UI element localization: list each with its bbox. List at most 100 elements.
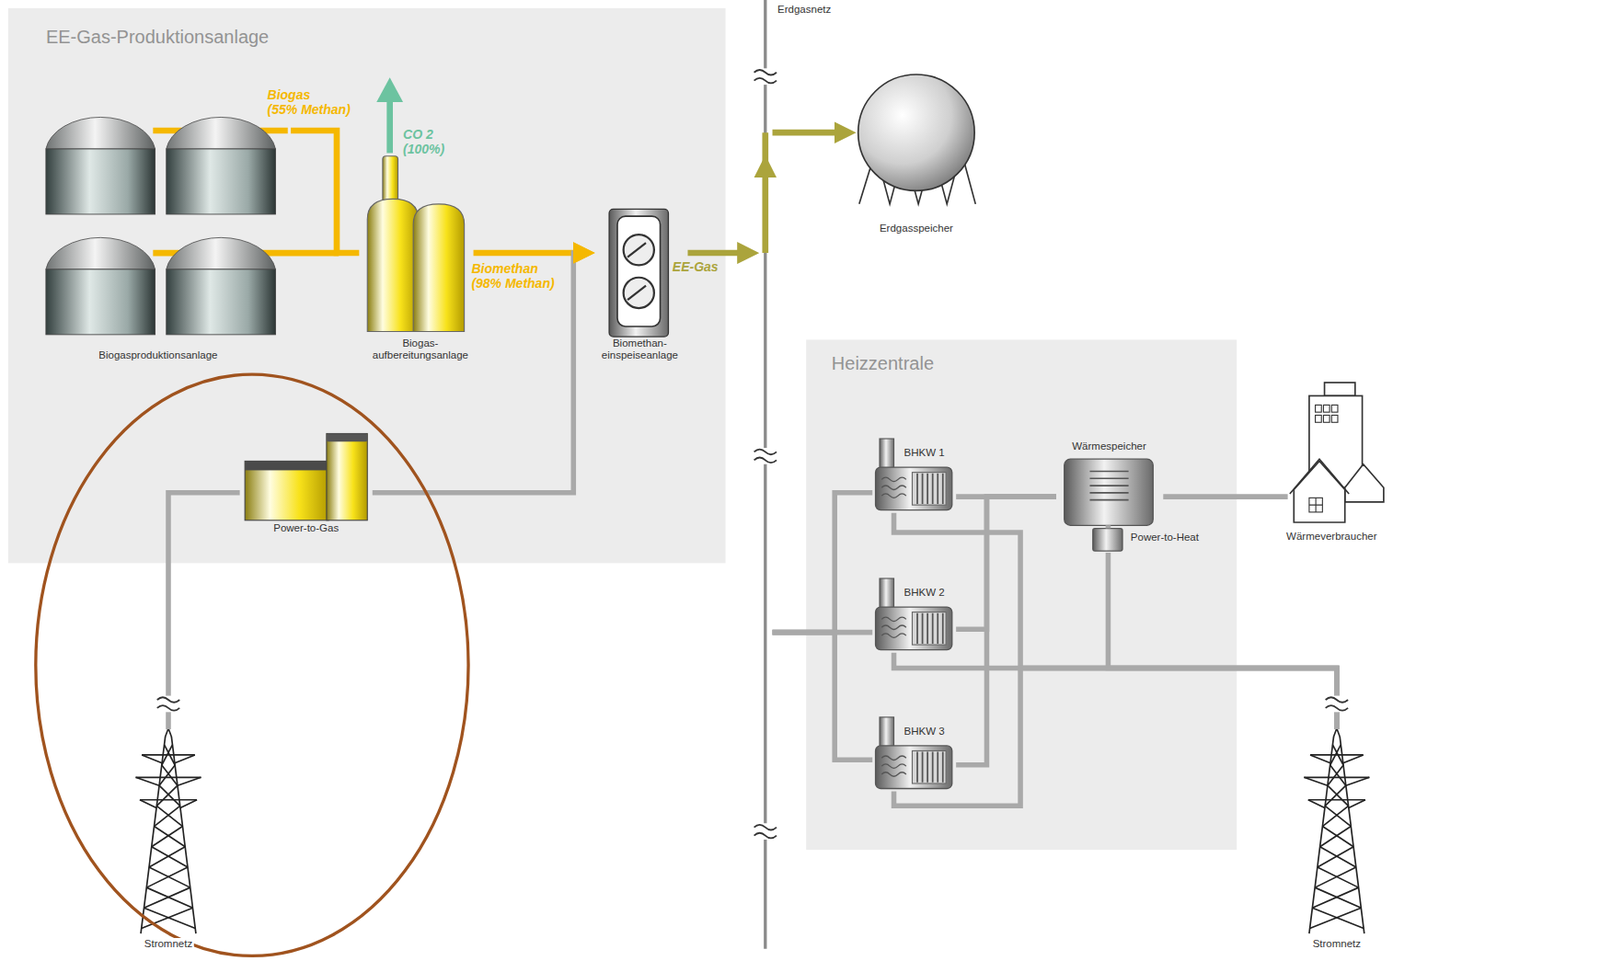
component-node: Biomethan- einspeiseanlage <box>593 204 688 370</box>
pylon-strut <box>143 908 196 929</box>
highlight-ellipse <box>35 374 469 956</box>
pylon-strut <box>1324 785 1347 806</box>
edge-label: Biomethan (98% Methan) <box>471 261 554 291</box>
gas-grid-line-part <box>754 155 777 178</box>
pylon-strut <box>1320 847 1357 868</box>
component-node: Power-to-Heat <box>1089 528 1126 553</box>
pylon-strut <box>1322 827 1354 848</box>
pylon-strut <box>161 745 173 766</box>
connector <box>955 496 1057 630</box>
node-label: Stromnetz <box>1311 938 1363 951</box>
component-node: Stromnetz <box>127 729 210 956</box>
pylon-strut <box>1310 754 1364 757</box>
pylon-strut <box>174 755 196 764</box>
pylon-strut <box>1317 847 1354 868</box>
component-node: Power-to-Gas <box>240 428 373 543</box>
heat-storage-part <box>1093 529 1123 552</box>
connector <box>955 496 1057 766</box>
chp-unit-part <box>875 578 953 651</box>
connector <box>1105 525 1112 529</box>
node-label: Power-to-Heat <box>1130 531 1199 544</box>
pylon-strut <box>1317 867 1359 888</box>
pylon-strut <box>1334 728 1341 737</box>
injection-station-part <box>623 277 655 309</box>
region-heading: EE-Gas-Produktionsanlage <box>46 26 269 48</box>
pylon-strut <box>146 867 188 888</box>
line-break-symbol-part <box>754 448 777 465</box>
pylon-strut <box>1308 799 1366 802</box>
pylon-strut <box>1330 745 1342 766</box>
line-break-symbol-part <box>754 825 777 839</box>
pylon-strut <box>1322 805 1348 827</box>
pylon-strut <box>161 765 178 786</box>
line-break-symbol-part <box>754 68 777 85</box>
connector <box>894 653 1337 730</box>
pylon-strut <box>1330 765 1347 786</box>
connector <box>290 130 359 254</box>
pylon-strut <box>139 799 197 802</box>
line-break-symbol-part <box>157 697 180 711</box>
gas-storage-sphere <box>858 74 977 205</box>
heat-storage-part <box>1089 471 1129 501</box>
pylon-strut <box>149 847 185 868</box>
pylon-strut <box>177 777 202 786</box>
pylon-strut <box>1310 908 1362 929</box>
buildings-icon-part <box>1323 415 1330 424</box>
injection-station-part <box>609 208 668 337</box>
connector <box>894 513 1337 730</box>
pylon-strut <box>1314 867 1357 888</box>
pylon-strut <box>141 754 196 757</box>
gas-grid-line <box>754 0 777 950</box>
line-break-symbol-part <box>1325 696 1348 714</box>
chp-unit-part <box>875 438 953 511</box>
upgrading-plant-part <box>413 204 464 333</box>
pylon-strut <box>1308 800 1325 809</box>
buildings-icon-part <box>1331 415 1338 424</box>
buildings-icon-part <box>1309 497 1323 513</box>
edge-label: EE-Gas <box>672 259 719 275</box>
connector <box>772 129 845 137</box>
connector <box>1107 552 1336 730</box>
injection-station <box>609 208 668 337</box>
connector <box>687 250 748 257</box>
power-to-gas-plant-part <box>244 460 329 471</box>
injection-station-part <box>627 242 646 300</box>
component-node: Erdgasnetz <box>758 0 773 949</box>
power-to-gas-plant-part <box>244 460 329 520</box>
gas-storage-sphere-part <box>858 74 975 191</box>
co2-arrow <box>376 77 403 153</box>
pylon-strut <box>1324 805 1351 827</box>
power-to-gas-plant-part <box>326 433 368 442</box>
pylon-strut <box>1312 887 1359 909</box>
pylon-symbol <box>1303 728 1370 934</box>
pylon-strut <box>156 805 183 827</box>
node-label: BHKW 2 <box>904 587 945 599</box>
digester-tank-part <box>46 116 156 215</box>
pylon-strut <box>136 776 202 779</box>
pylon-strut <box>180 800 197 809</box>
pylon-strut <box>1346 777 1370 786</box>
digester-tank-part <box>166 237 277 335</box>
buildings-icon-part <box>1315 404 1323 413</box>
connector <box>894 667 1337 806</box>
buildings-icon-part <box>1293 460 1345 523</box>
buildings-icon-part <box>1324 382 1356 396</box>
component-node: Biogasproduktionsanlage <box>40 106 291 370</box>
digester-tank <box>46 116 277 334</box>
pylon-strut <box>146 887 193 909</box>
pylon-symbol <box>136 728 202 934</box>
digester-tank-part <box>46 237 156 335</box>
region-background <box>8 8 1237 851</box>
pylon-strut <box>1303 776 1370 779</box>
component-node: BHKW 2 <box>872 576 956 654</box>
pylon-strut <box>151 827 184 848</box>
digester-tank-part <box>166 116 277 215</box>
node-label: Power-to-Gas <box>273 522 339 535</box>
pylon-strut <box>141 755 162 764</box>
connector <box>772 633 874 761</box>
power-to-gas-plant-part <box>326 433 368 520</box>
line-break-symbol-part <box>1325 697 1348 711</box>
